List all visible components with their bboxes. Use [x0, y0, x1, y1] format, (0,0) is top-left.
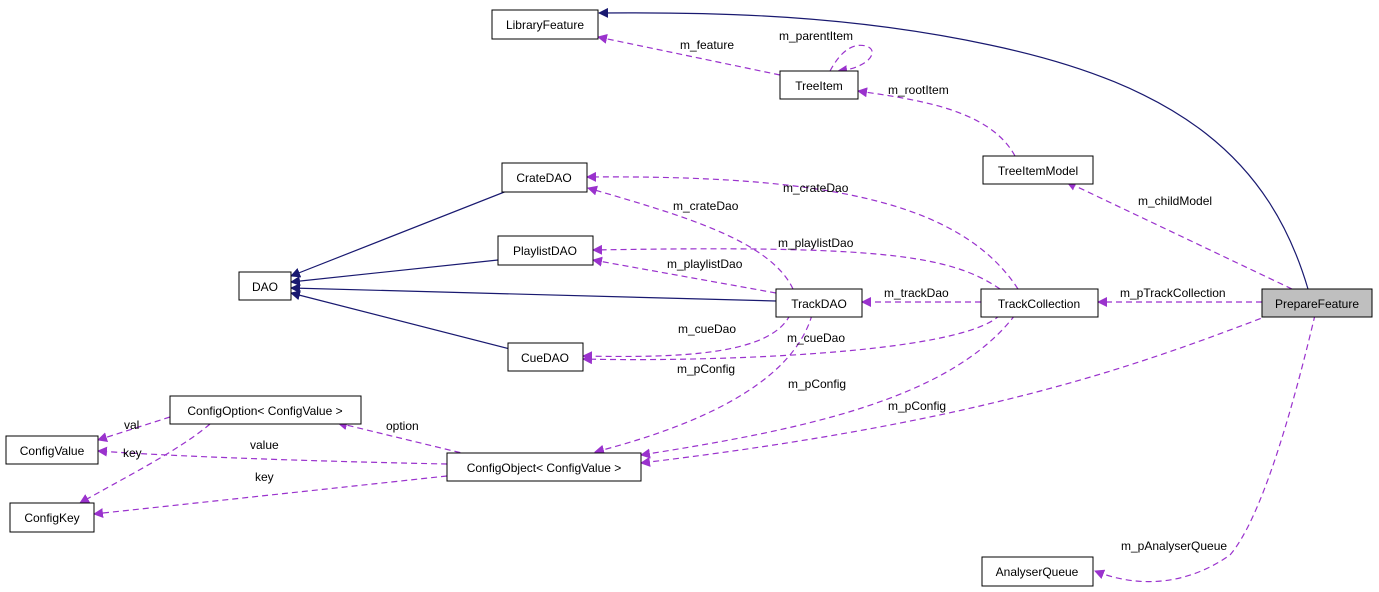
edge-cratedao-dao [290, 188, 513, 278]
label-m-parent-item: m_parentItem [779, 29, 853, 43]
label-m-p-config-td: m_pConfig [677, 362, 735, 376]
node-tree-item[interactable]: TreeItem [779, 70, 859, 100]
edge-treeitem-libraryfeature [597, 33, 781, 76]
node-dao[interactable]: DAO [238, 271, 292, 301]
edge-configoption-configkey [79, 423, 211, 504]
node-track-collection-label: TrackCollection [998, 297, 1080, 311]
edge-trackcollection-cratedao [586, 171, 1019, 290]
node-config-option-label: ConfigOption< ConfigValue > [187, 404, 342, 418]
label-key-cobj: key [255, 470, 274, 484]
edge-configobject-configvalue [97, 446, 448, 465]
node-track-dao-label: TrackDAO [791, 297, 847, 311]
edge-trackcollection-configobject [640, 314, 1016, 459]
label-m-playlist-dao-td: m_playlistDao [667, 257, 743, 271]
edge-treeitem-self [829, 44, 873, 76]
label-m-track-dao: m_trackDao [884, 286, 949, 300]
node-prepare-feature[interactable]: PrepareFeature [1261, 288, 1373, 318]
node-crate-dao-label: CrateDAO [516, 171, 571, 185]
edge-trackdao-cratedao [587, 185, 794, 290]
label-m-p-analyser-queue: m_pAnalyserQueue [1121, 539, 1227, 553]
node-config-key-label: ConfigKey [24, 511, 79, 525]
label-m-p-config-tc: m_pConfig [788, 377, 846, 391]
node-tree-item-model[interactable]: TreeItemModel [982, 155, 1094, 185]
edge-trackdao-dao [290, 283, 777, 302]
edge-preparefeature-treeitemmodel [1066, 181, 1293, 290]
node-analyser-queue[interactable]: AnalyserQueue [981, 556, 1094, 587]
edge-playlistdao-dao [290, 259, 499, 287]
edge-configobject-configoption [337, 420, 471, 456]
label-val: val [124, 418, 139, 432]
node-config-object[interactable]: ConfigObject< ConfigValue > [446, 452, 642, 482]
node-track-collection[interactable]: TrackCollection [980, 288, 1099, 318]
edge-preparefeature-libraryfeature [598, 7, 1309, 290]
node-config-value-label: ConfigValue [20, 444, 85, 458]
edge-preparefeature-analyserqueue [1094, 314, 1316, 583]
node-playlist-dao-label: PlaylistDAO [513, 244, 577, 258]
edge-trackcollection-cuedao [582, 314, 1001, 365]
edge-treeitemmodel-treeitem [857, 87, 1016, 157]
edge-preparefeature-configobject [640, 314, 1271, 467]
node-library-feature-label: LibraryFeature [506, 18, 584, 32]
edge-configoption-configvalue [97, 416, 171, 443]
label-m-crate-dao-tc: m_crateDao [783, 181, 849, 195]
label-m-feature: m_feature [680, 38, 734, 52]
label-m-p-track-collection: m_pTrackCollection [1120, 286, 1226, 300]
edge-cuedao-dao [290, 290, 511, 350]
edge-trackdao-configobject [594, 314, 813, 455]
edge-trackdao-playlistdao [592, 256, 777, 294]
node-tree-item-model-label: TreeItemModel [998, 164, 1078, 178]
node-tree-item-label: TreeItem [795, 79, 843, 93]
edges [79, 7, 1316, 583]
node-config-key[interactable]: ConfigKey [9, 502, 95, 533]
node-config-value[interactable]: ConfigValue [5, 435, 99, 465]
node-config-object-label: ConfigObject< ConfigValue > [467, 461, 622, 475]
edge-trackcollection-playlistdao [592, 244, 1001, 290]
node-library-feature[interactable]: LibraryFeature [491, 9, 599, 40]
node-cue-dao[interactable]: CueDAO [507, 342, 584, 372]
label-m-child-model: m_childModel [1138, 194, 1212, 208]
label-m-playlist-dao-tc: m_playlistDao [778, 236, 854, 250]
label-m-cue-dao-tc: m_cueDao [787, 331, 845, 345]
label-m-cue-dao-td: m_cueDao [678, 322, 736, 336]
node-analyser-queue-label: AnalyserQueue [996, 565, 1079, 579]
node-crate-dao[interactable]: CrateDAO [501, 162, 588, 193]
label-key-co: key [123, 446, 142, 460]
label-m-p-config-pf: m_pConfig [888, 399, 946, 413]
edge-trackdao-cuedao [582, 314, 791, 362]
nodes: LibraryFeature TreeItem TreeItemModel Cr… [5, 9, 1373, 587]
node-prepare-feature-label: PrepareFeature [1275, 297, 1359, 311]
label-m-crate-dao-td: m_crateDao [673, 199, 739, 213]
label-m-root-item: m_rootItem [888, 83, 949, 97]
label-option: option [386, 419, 419, 433]
edge-labels: m_feature m_parentItem m_rootItem m_chil… [123, 29, 1227, 553]
node-playlist-dao[interactable]: PlaylistDAO [497, 235, 594, 266]
node-track-dao[interactable]: TrackDAO [775, 288, 863, 318]
label-value: value [250, 438, 279, 452]
edge-configobject-configkey [93, 475, 448, 519]
node-cue-dao-label: CueDAO [521, 351, 569, 365]
node-config-option[interactable]: ConfigOption< ConfigValue > [169, 395, 362, 425]
node-dao-label: DAO [252, 280, 278, 294]
